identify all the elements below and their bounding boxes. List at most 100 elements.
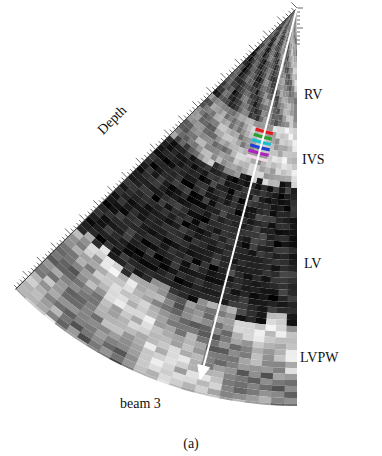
structure-label: LVPW bbox=[300, 350, 338, 365]
echo-cell bbox=[283, 206, 290, 212]
ruler-tick bbox=[133, 166, 136, 169]
echo-cell bbox=[256, 311, 267, 318]
echo-cell bbox=[295, 20, 296, 26]
echo-cell bbox=[287, 284, 297, 290]
echo-cell bbox=[281, 157, 287, 163]
ruler-tick bbox=[102, 198, 105, 201]
echo-cell bbox=[268, 295, 279, 302]
ruler-tick bbox=[297, 24, 300, 25]
ruler-tick bbox=[297, 28, 303, 29]
echo-cell bbox=[281, 241, 290, 247]
echo-cell bbox=[262, 354, 275, 361]
echo-cell bbox=[295, 68, 297, 74]
echo-cell bbox=[294, 92, 297, 98]
ruler-tick bbox=[164, 135, 167, 138]
ruler-tick bbox=[255, 45, 258, 48]
echo-cell bbox=[293, 116, 297, 122]
ruler-tick bbox=[243, 56, 246, 59]
ruler-tick bbox=[170, 130, 173, 133]
echo-cell bbox=[54, 322, 66, 332]
echo-cell bbox=[272, 192, 279, 199]
echo-cell bbox=[290, 200, 297, 206]
echo-cell bbox=[272, 253, 281, 260]
echo-cell bbox=[284, 188, 291, 194]
echo-cell bbox=[263, 342, 275, 349]
echo-cell bbox=[275, 223, 283, 230]
echo-cell bbox=[288, 266, 297, 272]
echo-cell bbox=[294, 26, 295, 32]
depth-ruler bbox=[16, 8, 297, 289]
echo-cell bbox=[288, 248, 297, 254]
echo-cell bbox=[284, 380, 297, 386]
echo-cell bbox=[269, 283, 279, 290]
structure-label: RV bbox=[304, 87, 322, 102]
echo-cell bbox=[270, 403, 284, 406]
echo-cell bbox=[292, 152, 297, 158]
ruler-tick bbox=[14, 285, 17, 288]
ruler-tick bbox=[201, 99, 204, 102]
echo-cell bbox=[277, 301, 288, 308]
echo-cell bbox=[294, 86, 297, 92]
ruler-tick bbox=[263, 36, 266, 39]
ruler-tick bbox=[257, 42, 260, 45]
echo-cell bbox=[280, 169, 286, 175]
echo-cell bbox=[293, 122, 297, 128]
ruler-tick bbox=[178, 115, 184, 121]
ruler-tick bbox=[62, 237, 65, 240]
echo-cell bbox=[262, 264, 272, 271]
echo-cell bbox=[292, 158, 297, 164]
echo-cell bbox=[292, 140, 297, 146]
ruler-tick bbox=[212, 87, 215, 90]
echo-cell bbox=[292, 32, 294, 38]
ruler-tick bbox=[175, 124, 178, 127]
axis-label: Depth bbox=[94, 102, 129, 137]
echo-cell bbox=[264, 252, 273, 259]
echo-cell bbox=[97, 351, 110, 359]
ruler-tick bbox=[37, 257, 43, 263]
ruler-tick bbox=[229, 70, 232, 73]
echo-cell bbox=[276, 313, 287, 320]
echo-cell bbox=[289, 116, 293, 122]
ruler-tick bbox=[45, 254, 48, 257]
ruler-tick bbox=[286, 14, 289, 17]
echo-cell bbox=[289, 242, 297, 248]
echo-cell bbox=[289, 236, 297, 242]
echo-cell bbox=[284, 374, 297, 380]
ruler-tick bbox=[226, 73, 229, 76]
ruler-tick bbox=[178, 121, 181, 124]
echo-cell bbox=[288, 134, 293, 140]
echo-cell bbox=[270, 397, 284, 404]
echo-cell bbox=[290, 218, 297, 224]
ruler-tick bbox=[235, 59, 241, 65]
ruler-tick bbox=[23, 277, 26, 280]
ruler-tick bbox=[79, 214, 85, 220]
echo-cell bbox=[282, 229, 290, 235]
echo-cell bbox=[284, 386, 297, 392]
echo-cell bbox=[266, 312, 277, 319]
echo-cell bbox=[284, 368, 297, 374]
echo-cell bbox=[274, 229, 282, 236]
ruler-tick bbox=[164, 130, 170, 136]
echo-cell bbox=[286, 332, 297, 338]
echo-cell bbox=[284, 200, 291, 206]
ruler-tick bbox=[17, 282, 20, 285]
echo-cell bbox=[284, 194, 291, 200]
echo-cell bbox=[296, 14, 297, 20]
echo-cell bbox=[290, 194, 297, 200]
ruler-tick bbox=[127, 172, 130, 175]
ruler-tick bbox=[263, 31, 269, 37]
ruler-tick bbox=[235, 65, 238, 68]
ruler-tick bbox=[297, 16, 300, 17]
echo-cell bbox=[259, 384, 273, 391]
echo-cell bbox=[272, 373, 285, 380]
echo-cell bbox=[280, 175, 286, 181]
beam-arrowhead bbox=[198, 365, 210, 380]
echo-cell bbox=[293, 128, 297, 134]
echo-cell bbox=[24, 296, 36, 307]
subfigure-caption: (a) bbox=[183, 436, 199, 451]
echo-cell bbox=[268, 216, 276, 223]
echo-cell bbox=[291, 164, 297, 170]
sector-pixels bbox=[15, 8, 297, 406]
ruler-tick bbox=[150, 149, 153, 152]
